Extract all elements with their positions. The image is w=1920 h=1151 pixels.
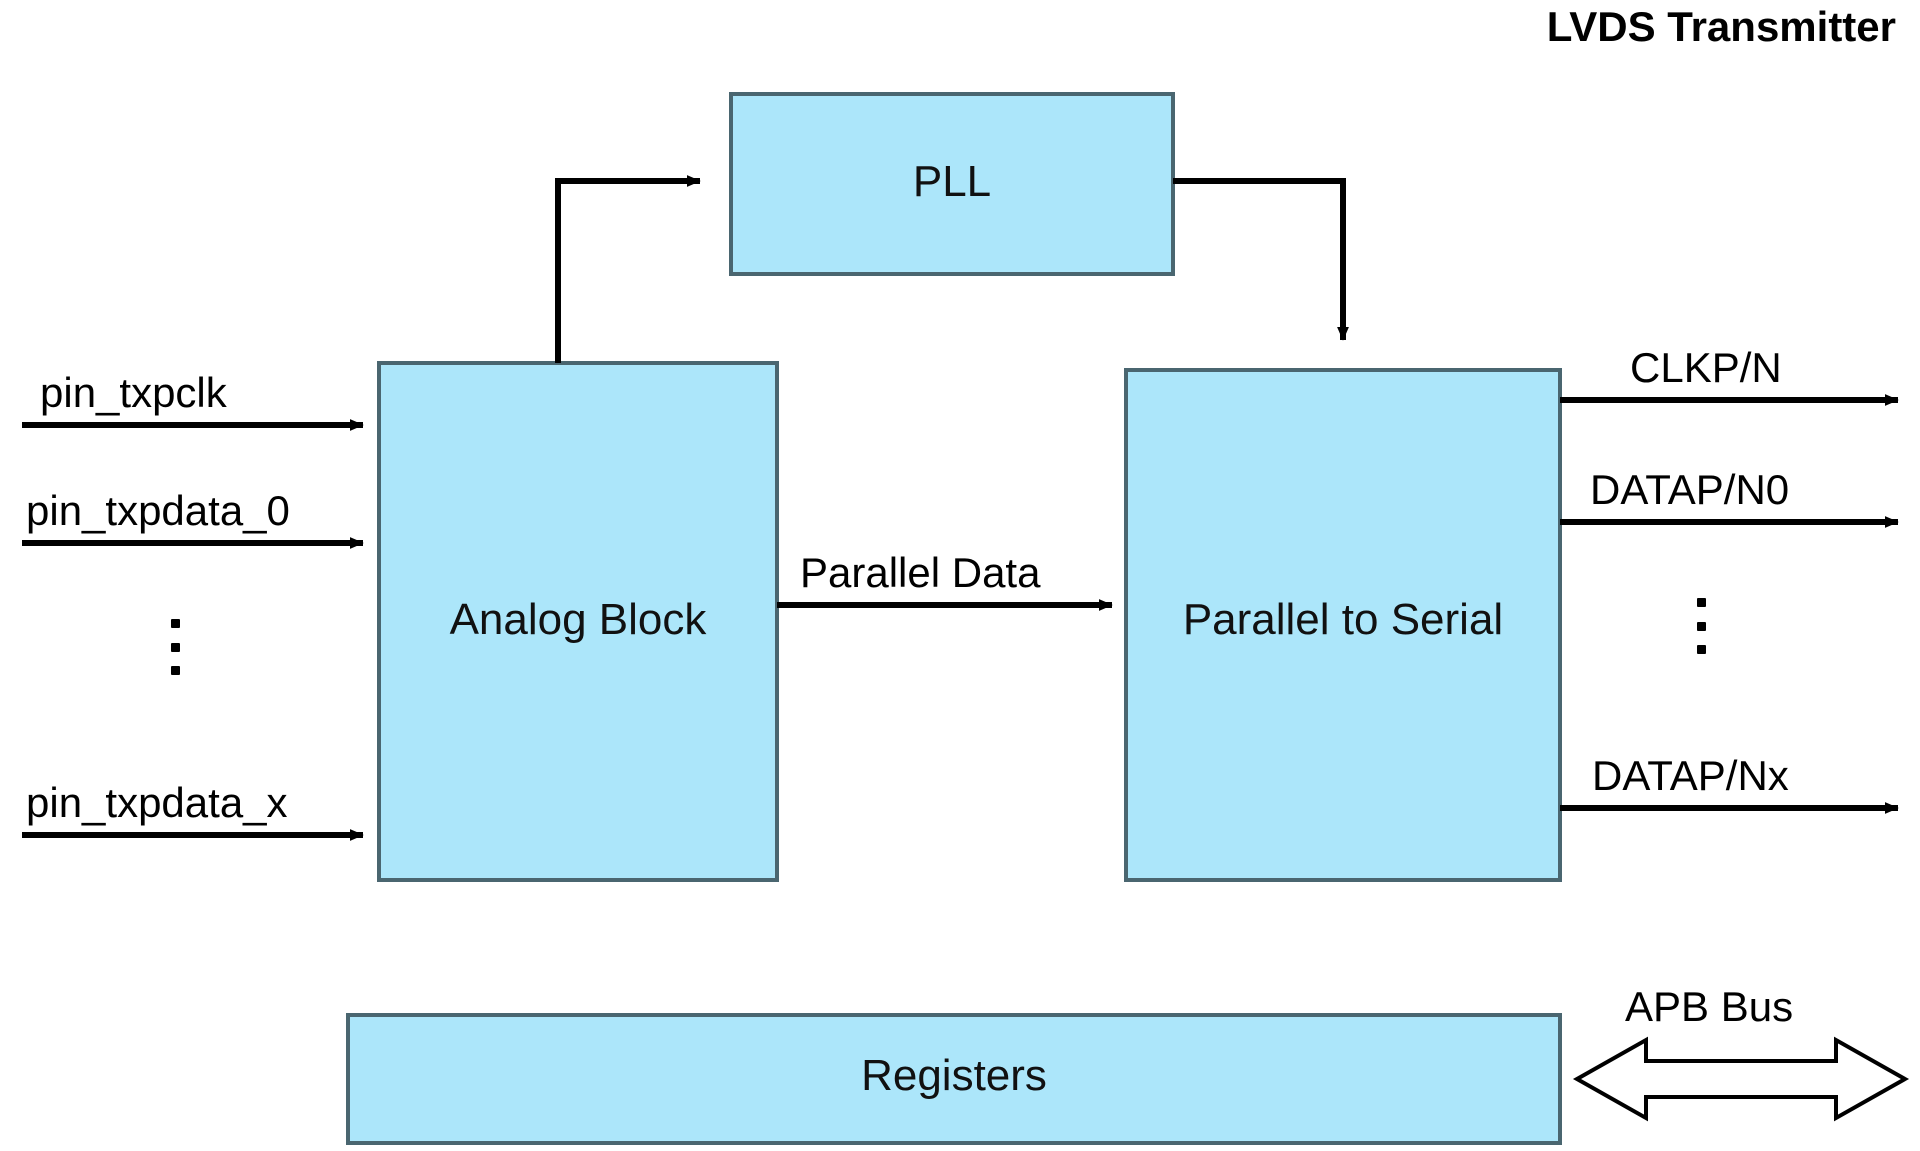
- wire-pll-to-parallel-to-serial: [1173, 178, 1349, 341]
- block-label-registers: Registers: [861, 1051, 1047, 1100]
- input-label-pin-txpdata-x: pin_txpdata_x: [26, 779, 288, 826]
- bus-label-apb: APB Bus: [1625, 983, 1794, 1030]
- input-ellipsis-icon: [171, 619, 180, 675]
- block-label-analog: Analog Block: [449, 595, 707, 644]
- signal-label-parallel-data: Parallel Data: [800, 549, 1041, 596]
- input-label-pin-txpdata-0: pin_txpdata_0: [26, 487, 290, 534]
- output-label-clkp-n: CLKP/N: [1630, 344, 1782, 391]
- input-label-pin-txpclk: pin_txpclk: [40, 369, 227, 416]
- ellipsis-dot: [171, 642, 180, 652]
- output-ellipsis-icon: [1697, 598, 1706, 654]
- output-label-datap-nx: DATAP/Nx: [1592, 752, 1789, 799]
- block-pll[interactable]: [729, 92, 1175, 276]
- block-label-parallel-to-serial: Parallel to Serial: [1182, 595, 1504, 644]
- ellipsis-dot: [1697, 621, 1706, 631]
- block-parallel-to-serial[interactable]: [1124, 368, 1562, 882]
- ellipsis-dot: [1697, 598, 1706, 607]
- apb-bus-arrow[interactable]: [1572, 1036, 1910, 1122]
- output-label-datap-n0: DATAP/N0: [1590, 466, 1790, 513]
- block-analog[interactable]: [377, 361, 779, 882]
- ellipsis-dot: [171, 619, 180, 628]
- ellipsis-dot: [1697, 645, 1706, 654]
- block-label-pll: PLL: [912, 157, 992, 206]
- ellipsis-dot: [171, 666, 180, 675]
- wire-analog-to-pll: [555, 175, 701, 363]
- page-title: LVDS Transmitter: [1546, 3, 1896, 50]
- block-registers[interactable]: [346, 1013, 1562, 1145]
